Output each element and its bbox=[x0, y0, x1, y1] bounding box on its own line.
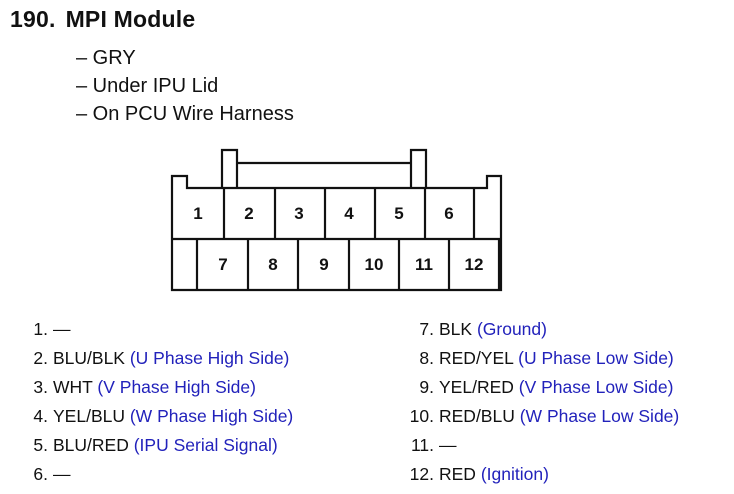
wire-color: — bbox=[53, 319, 71, 339]
pin-number: 6. bbox=[33, 464, 48, 484]
detail-color: – GRY bbox=[76, 47, 136, 69]
pin-function: (U Phase Low Side) bbox=[518, 348, 674, 368]
pin-function: (IPU Serial Signal) bbox=[133, 435, 278, 455]
wire-color: RED bbox=[439, 464, 476, 484]
connector-pin-1: 1 bbox=[193, 204, 202, 223]
connector-latch bbox=[409, 148, 428, 188]
connector-pin-2: 2 bbox=[244, 204, 253, 223]
pin-function: (W Phase Low Side) bbox=[519, 406, 680, 426]
wire-color: BLU/BLK bbox=[53, 348, 125, 368]
wire-color: — bbox=[439, 435, 457, 455]
pin-list-right: 7.BLK (Ground) 8.RED/YEL (U Phase Low Si… bbox=[401, 315, 680, 489]
pin-entry: 12.RED (Ignition) bbox=[401, 460, 679, 489]
pin-function: (V Phase Low Side) bbox=[518, 377, 674, 397]
pin-entry: 10.RED/BLU (W Phase Low Side) bbox=[401, 402, 680, 431]
pin-number: 9. bbox=[419, 377, 434, 397]
connector-pin-12: 12 bbox=[465, 255, 484, 274]
pin-entry: 1.— bbox=[22, 315, 293, 344]
wire-color: WHT bbox=[53, 377, 93, 397]
connector-pin-6: 6 bbox=[444, 204, 453, 223]
wire-color: YEL/BLU bbox=[53, 406, 125, 426]
connector-latch bbox=[220, 148, 239, 188]
wire-color: YEL/RED bbox=[439, 377, 514, 397]
detail-harness: – On PCU Wire Harness bbox=[76, 103, 294, 125]
pin-entry: 3.WHT (V Phase High Side) bbox=[22, 373, 293, 402]
connector-pin-4: 4 bbox=[344, 204, 354, 223]
connector-pin-9: 9 bbox=[319, 255, 328, 274]
pin-entry: 2.BLU/BLK (U Phase High Side) bbox=[22, 344, 293, 373]
pin-number: 8. bbox=[419, 348, 434, 368]
component-details: – GRY – Under IPU Lid – On PCU Wire Harn… bbox=[76, 44, 294, 128]
wire-color: BLU/RED bbox=[53, 435, 129, 455]
pin-entry: 9.YEL/RED (V Phase Low Side) bbox=[401, 373, 679, 402]
connector-pin-11: 11 bbox=[415, 255, 433, 274]
wire-color: — bbox=[53, 464, 71, 484]
pin-function: (Ground) bbox=[476, 319, 547, 339]
pin-function: (W Phase High Side) bbox=[129, 406, 294, 426]
item-number: 190. bbox=[10, 6, 56, 32]
pin-number: 3. bbox=[33, 377, 48, 397]
pin-entry: 11.— bbox=[401, 431, 679, 460]
pin-entry: 7.BLK (Ground) bbox=[401, 315, 679, 344]
wire-color: BLK bbox=[439, 319, 473, 339]
pin-entry: 8.RED/YEL (U Phase Low Side) bbox=[401, 344, 679, 373]
pin-number: 2. bbox=[33, 348, 48, 368]
pin-number: 7. bbox=[419, 319, 434, 339]
pin-function: (U Phase High Side) bbox=[129, 348, 290, 368]
connector-pin-8: 8 bbox=[268, 255, 277, 274]
pin-function: (V Phase High Side) bbox=[97, 377, 256, 397]
pin-number: 4. bbox=[33, 406, 48, 426]
pin-entry: 5.BLU/RED (IPU Serial Signal) bbox=[22, 431, 293, 460]
pin-number: 1. bbox=[33, 319, 48, 339]
component-name: MPI Module bbox=[65, 6, 196, 32]
wire-color: RED/BLU bbox=[439, 406, 515, 426]
page-title: 190. MPI Module bbox=[10, 6, 195, 33]
pin-number: 10. bbox=[409, 406, 434, 426]
pin-function: (Ignition) bbox=[480, 464, 549, 484]
connector-pin-7: 7 bbox=[218, 255, 227, 274]
pin-list-left: 1.— 2.BLU/BLK (U Phase High Side) 3.WHT … bbox=[22, 315, 293, 489]
pin-entry: 4.YEL/BLU (W Phase High Side) bbox=[22, 402, 293, 431]
wire-color: RED/YEL bbox=[439, 348, 514, 368]
connector-pin-10: 10 bbox=[365, 255, 384, 274]
pin-number: 12. bbox=[409, 464, 434, 484]
pin-number: 11. bbox=[410, 435, 434, 455]
detail-location: – Under IPU Lid bbox=[76, 75, 219, 97]
pin-entry: 6.— bbox=[22, 460, 293, 489]
pin-number: 5. bbox=[33, 435, 48, 455]
connector-housing bbox=[170, 174, 503, 292]
connector-pin-5: 5 bbox=[394, 204, 403, 223]
connector-pin-3: 3 bbox=[294, 204, 303, 223]
